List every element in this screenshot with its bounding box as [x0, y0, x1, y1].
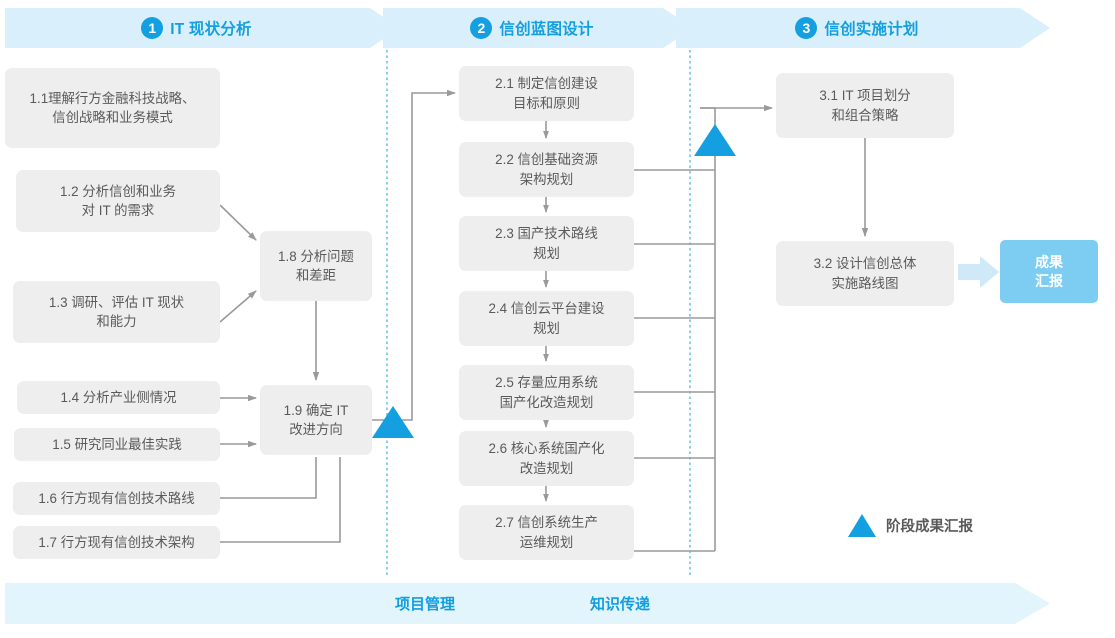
process-box-3-1[interactable]: 3.1 IT 项目划分 和组合策略: [776, 73, 954, 138]
phase-header-3[interactable]: 3 信创实施计划: [676, 8, 1050, 48]
process-box-2-2[interactable]: 2.2 信创基础资源 架构规划: [459, 142, 634, 197]
process-box-1-5[interactable]: 1.5 研究同业最佳实践: [14, 428, 220, 461]
phase-number-2: 2: [470, 17, 492, 39]
process-box-3-2[interactable]: 3.2 设计信创总体 实施路线图: [776, 241, 954, 306]
process-box-2-3[interactable]: 2.3 国产技术路线 规划: [459, 216, 634, 271]
connector-1.7-riser: [220, 457, 341, 543]
connector-1.6-riser: [220, 457, 317, 499]
phase-header-2[interactable]: 2 信创蓝图设计: [383, 8, 693, 48]
phase-label-1: IT 现状分析: [170, 21, 252, 38]
phase-label-3: 信创实施计划: [824, 21, 919, 38]
bottom-track-shape: [5, 583, 1050, 624]
phase-header-1[interactable]: 1 IT 现状分析: [5, 8, 400, 48]
process-box-1-8[interactable]: 1.8 分析问题 和差距: [260, 231, 372, 301]
process-box-1-6[interactable]: 1.6 行方现有信创技术路线: [13, 482, 220, 515]
phase-number-1: 1: [141, 17, 163, 39]
connector-1.3-to-1.8: [219, 290, 257, 323]
connector-3.2-to-result: [958, 256, 999, 288]
triangle-up-icon: [848, 514, 876, 537]
legend-label: 阶段成果汇报: [886, 519, 973, 535]
phase-number-3: 3: [795, 17, 817, 39]
process-box-1-4[interactable]: 1.4 分析产业侧情况: [17, 381, 220, 414]
connector-1.9-to-2.1: [372, 89, 456, 421]
process-box-2-5[interactable]: 2.5 存量应用系统 国产化改造规划: [459, 365, 634, 420]
milestone-phase2: [694, 124, 736, 156]
connector-phase2-bus-riser: [700, 107, 716, 551]
result-badge[interactable]: 成果 汇报: [1000, 240, 1098, 303]
bottom-track: 项目管理 知识传递: [5, 583, 1050, 624]
legend: 阶段成果汇报: [848, 514, 973, 537]
connector-1.2-to-1.8: [219, 204, 257, 241]
milestone-phase1: [372, 406, 414, 438]
phase-label-2: 信创蓝图设计: [499, 21, 594, 38]
process-box-2-7[interactable]: 2.7 信创系统生产 运维规划: [459, 505, 634, 560]
process-box-1-7[interactable]: 1.7 行方现有信创技术架构: [13, 526, 220, 559]
process-box-1-1[interactable]: 1.1理解行方金融科技战略、 信创战略和业务模式: [5, 68, 220, 148]
bottom-label-knowledge-transfer: 知识传递: [590, 596, 651, 613]
process-box-2-6[interactable]: 2.6 核心系统国产化 改造规划: [459, 431, 634, 486]
bottom-label-project-management: 项目管理: [395, 596, 456, 613]
process-box-1-3[interactable]: 1.3 调研、评估 IT 现状 和能力: [13, 281, 220, 343]
process-box-1-9[interactable]: 1.9 确定 IT 改进方向: [260, 385, 372, 455]
process-box-2-1[interactable]: 2.1 制定信创建设 目标和原则: [459, 66, 634, 121]
process-box-2-4[interactable]: 2.4 信创云平台建设 规划: [459, 291, 634, 346]
process-box-1-2[interactable]: 1.2 分析信创和业务 对 IT 的需求: [16, 170, 220, 232]
